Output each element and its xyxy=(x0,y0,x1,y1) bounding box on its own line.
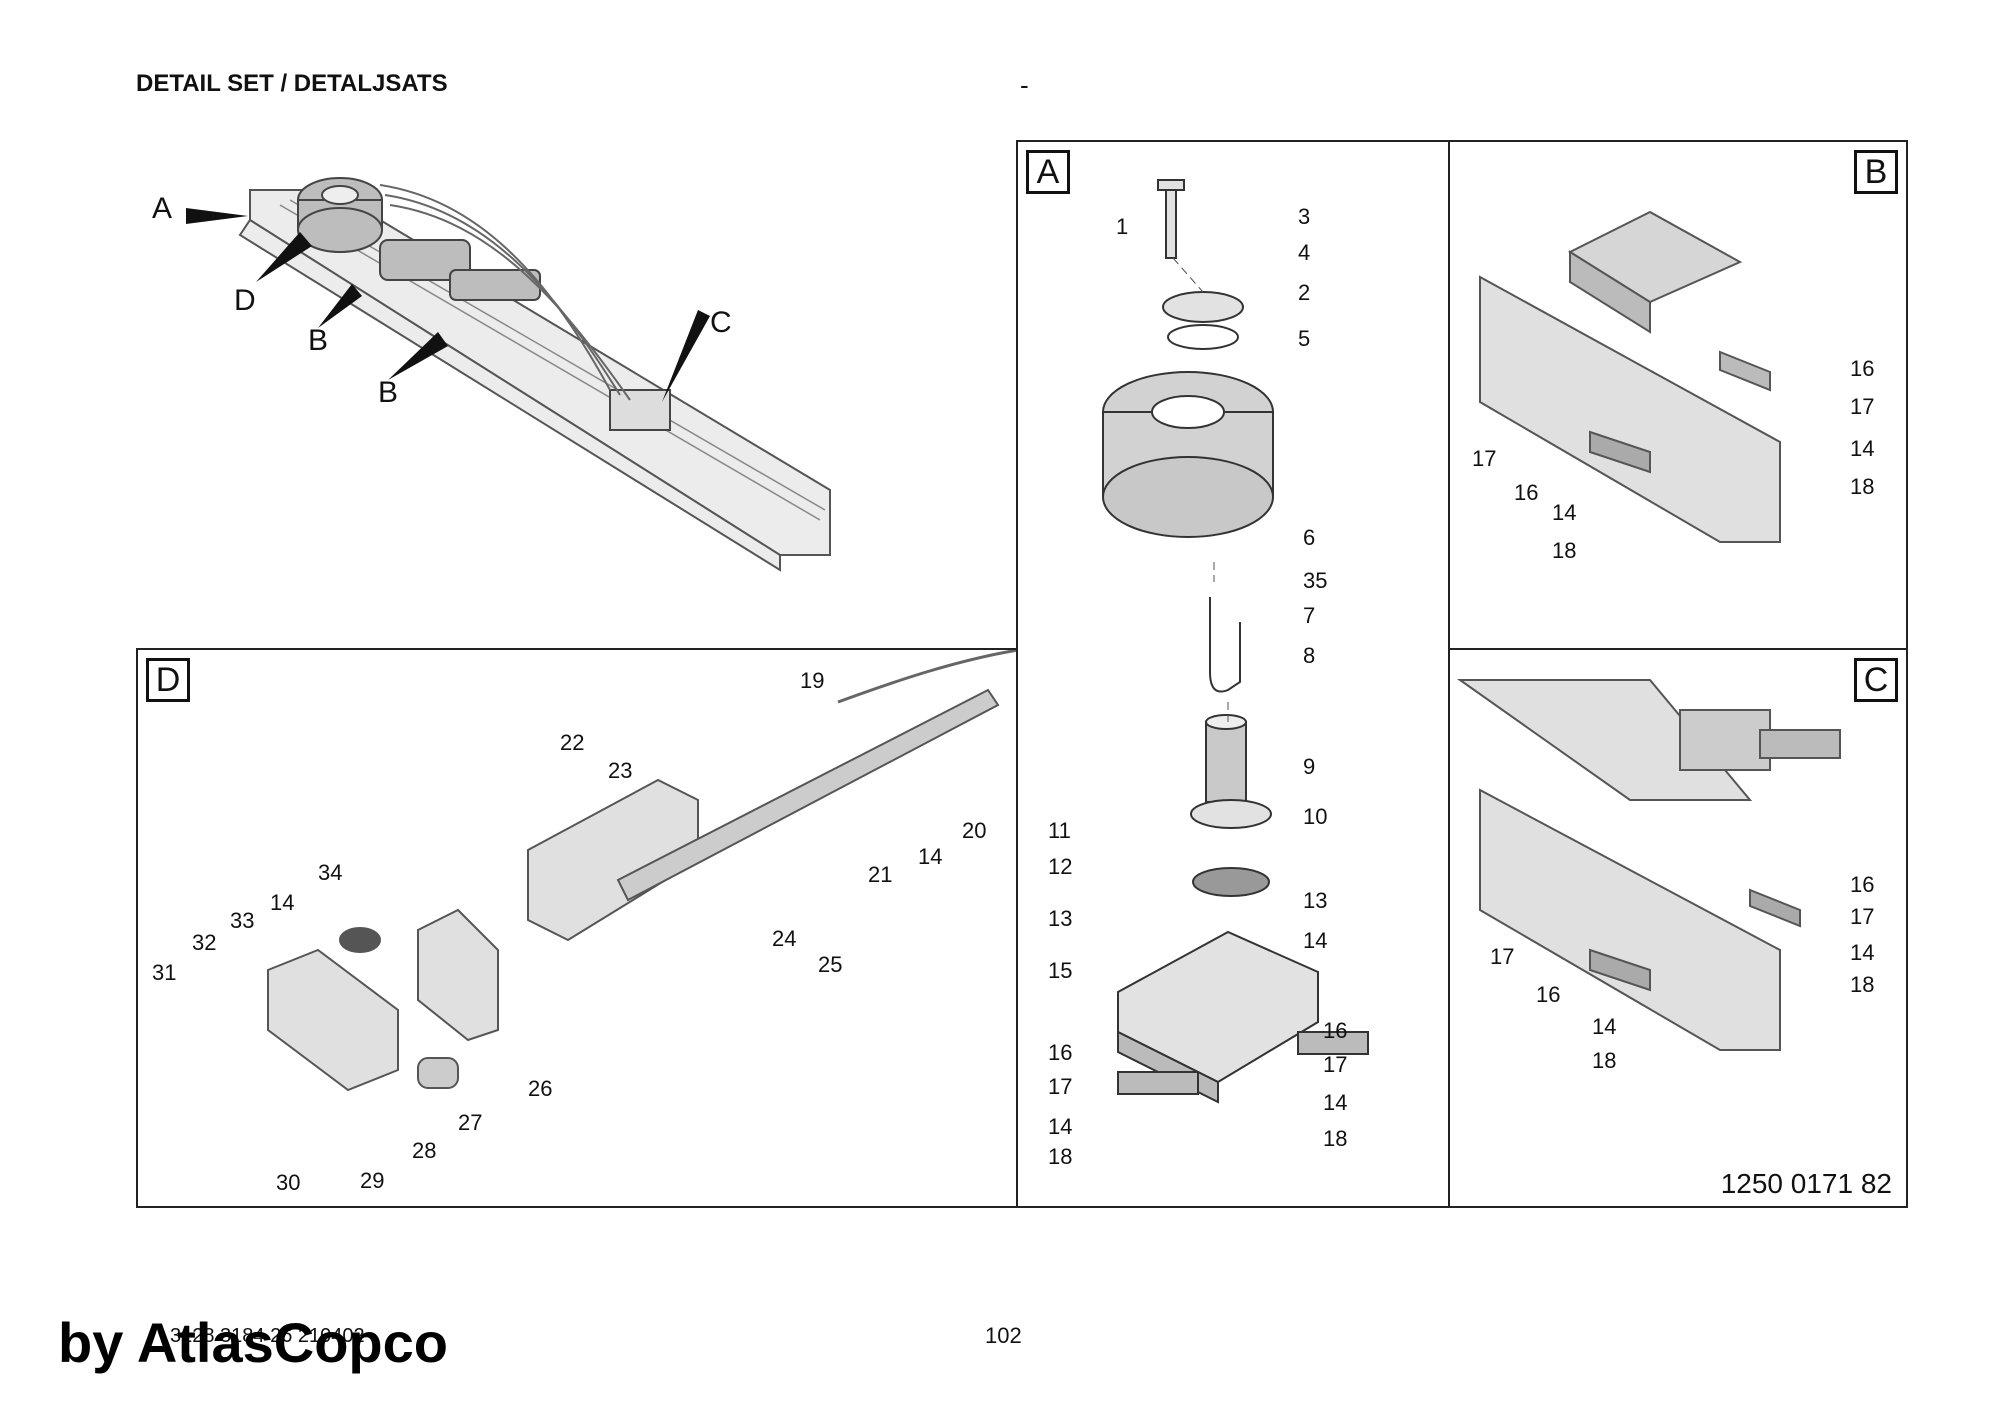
c-part-14: 14 xyxy=(1850,940,1874,965)
b-part-18: 18 xyxy=(1850,474,1874,499)
part-number: 1250 0171 82 xyxy=(1720,1168,1892,1199)
callout-c: C xyxy=(710,306,732,339)
c-part-16-left: 16 xyxy=(1536,982,1560,1007)
part-4: 4 xyxy=(1298,240,1310,265)
panel-b: B 16 17 14 18 17 16 14 18 xyxy=(1448,140,1908,650)
d-part-25: 25 xyxy=(818,952,842,977)
panel-letter-b: B xyxy=(1854,150,1898,194)
b-part-16: 16 xyxy=(1850,356,1874,381)
c-part-18: 18 xyxy=(1850,972,1874,997)
c-part-14-left: 14 xyxy=(1592,1014,1616,1039)
d-part-32: 32 xyxy=(192,930,216,955)
c-part-18-left: 18 xyxy=(1592,1048,1616,1073)
part-5: 5 xyxy=(1298,326,1310,351)
part-14-c: 14 xyxy=(1048,1114,1072,1139)
d-part-33: 33 xyxy=(230,908,254,933)
d-part-20: 20 xyxy=(962,818,986,843)
part-15: 15 xyxy=(1048,958,1072,983)
panel-d: D 19 22 23 20 14 21 34 14 33 32 31 24 25 xyxy=(136,648,1018,1208)
header-dash: - xyxy=(1020,70,1029,100)
part-17-left: 17 xyxy=(1048,1074,1072,1099)
part-14-b: 14 xyxy=(1323,1090,1347,1115)
panel-letter-a: A xyxy=(1026,150,1070,194)
d-part-24: 24 xyxy=(772,926,796,951)
part-11: 11 xyxy=(1048,818,1071,843)
d-part-14-left: 14 xyxy=(270,890,294,915)
d-part-23: 23 xyxy=(608,758,632,783)
c-part-16: 16 xyxy=(1850,872,1874,897)
panel-c: C 16 17 14 18 17 16 14 18 1250 0171 82 xyxy=(1448,648,1908,1208)
part-16-left: 16 xyxy=(1048,1040,1072,1065)
part-2: 2 xyxy=(1298,280,1310,305)
d-part-34: 34 xyxy=(318,860,342,885)
watermark: by AtlasCopco xyxy=(58,1311,448,1374)
part-16-right: 16 xyxy=(1323,1018,1347,1043)
part-3: 3 xyxy=(1298,204,1310,229)
part-17-right: 17 xyxy=(1323,1052,1347,1077)
part-14-a: 14 xyxy=(1303,928,1327,953)
part-18-right: 18 xyxy=(1323,1126,1347,1151)
overview-illustration: A D B B C xyxy=(152,177,831,572)
b-part-17-left: 17 xyxy=(1472,446,1496,471)
part-8: 8 xyxy=(1303,643,1315,668)
d-part-31: 31 xyxy=(152,960,176,985)
panel-a-illustration: 1 3 4 2 5 6 35 7 8 9 10 11 12 13 13 14 1… xyxy=(1048,179,1369,1169)
part-1: 1 xyxy=(1116,214,1128,239)
c-part-17: 17 xyxy=(1850,904,1874,929)
page-title: DETAIL SET / DETALJSATS xyxy=(136,70,448,97)
panel-letter-c: C xyxy=(1854,658,1898,702)
part-13-left: 13 xyxy=(1048,906,1072,931)
panel-letter-d: D xyxy=(146,658,190,702)
callout-b: B xyxy=(308,324,328,357)
d-part-21: 21 xyxy=(868,862,892,887)
panel-d-illustration: 19 22 23 20 14 21 34 14 33 32 31 24 25 2… xyxy=(152,650,1016,1195)
part-10: 10 xyxy=(1303,804,1327,829)
d-part-22: 22 xyxy=(560,730,584,755)
panel-c-illustration: 16 17 14 18 17 16 14 18 xyxy=(1456,679,1874,1073)
callout-d: D xyxy=(234,284,256,317)
part-35: 35 xyxy=(1303,568,1327,593)
d-part-14-right: 14 xyxy=(918,844,942,869)
d-part-26: 26 xyxy=(528,1076,552,1101)
part-18-left: 18 xyxy=(1048,1144,1072,1169)
part-6: 6 xyxy=(1303,525,1315,550)
callout-a: A xyxy=(152,192,172,225)
page-number: 102 xyxy=(985,1323,1022,1348)
doc-number: 3128 3184 26 210402 xyxy=(170,1325,365,1347)
callout-b2: B xyxy=(378,376,398,409)
c-part-17-left: 17 xyxy=(1490,944,1514,969)
panel-b-illustration: 16 17 14 18 17 16 14 18 xyxy=(1472,210,1874,563)
part-13-right: 13 xyxy=(1303,888,1327,913)
b-part-18-left: 18 xyxy=(1552,538,1576,563)
part-9: 9 xyxy=(1303,754,1315,779)
b-part-17: 17 xyxy=(1850,394,1874,419)
part-12: 12 xyxy=(1048,854,1072,879)
d-part-19: 19 xyxy=(800,668,824,693)
d-part-29: 29 xyxy=(360,1168,384,1193)
panel-a: A 1 3 xyxy=(1016,140,1450,1208)
d-part-30: 30 xyxy=(276,1170,300,1195)
b-part-14-left: 14 xyxy=(1552,500,1576,525)
part-7: 7 xyxy=(1303,603,1315,628)
d-part-27: 27 xyxy=(458,1110,482,1135)
b-part-14: 14 xyxy=(1850,436,1874,461)
b-part-16-left: 16 xyxy=(1514,480,1538,505)
d-part-28: 28 xyxy=(412,1138,436,1163)
